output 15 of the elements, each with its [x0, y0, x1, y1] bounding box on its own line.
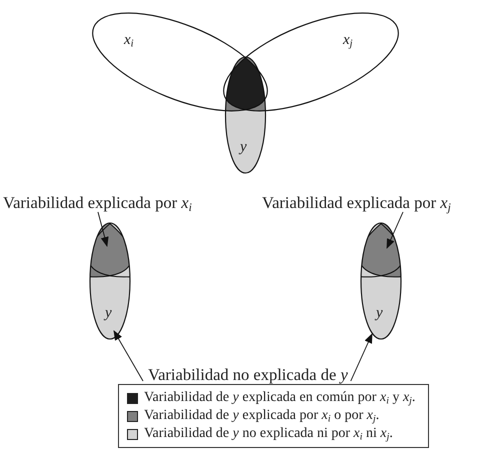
leader-arrow: [98, 212, 109, 247]
annotation-text: Variabilidad explicada por x$_{i}$: [3, 194, 192, 212]
variable-label: y: [105, 304, 112, 322]
legend-text: Variabilidad de y no explicada ni por x$_{i}$ ni x$_{j}$.: [144, 426, 393, 442]
variable-label: y: [240, 138, 247, 156]
variable-label: x$_{i}$: [124, 31, 134, 49]
leader-arrow: [350, 333, 372, 382]
variable-label: x$_{j}$: [343, 31, 353, 49]
legend-text: Variabilidad de y explicada en común por x$_{i}$ y x$_{j}$.: [144, 390, 416, 406]
legend-text: Variabilidad de y explicada por x$_{i}$ o por x$_{j}$.: [144, 408, 380, 424]
variable-label: y: [376, 304, 383, 322]
leader-arrow: [114, 330, 144, 382]
annotation-text: Variabilidad no explicada de y: [148, 366, 348, 384]
annotation-text: Variabilidad explicada por x$_{j}$: [262, 194, 451, 212]
leader-arrow: [386, 212, 404, 249]
